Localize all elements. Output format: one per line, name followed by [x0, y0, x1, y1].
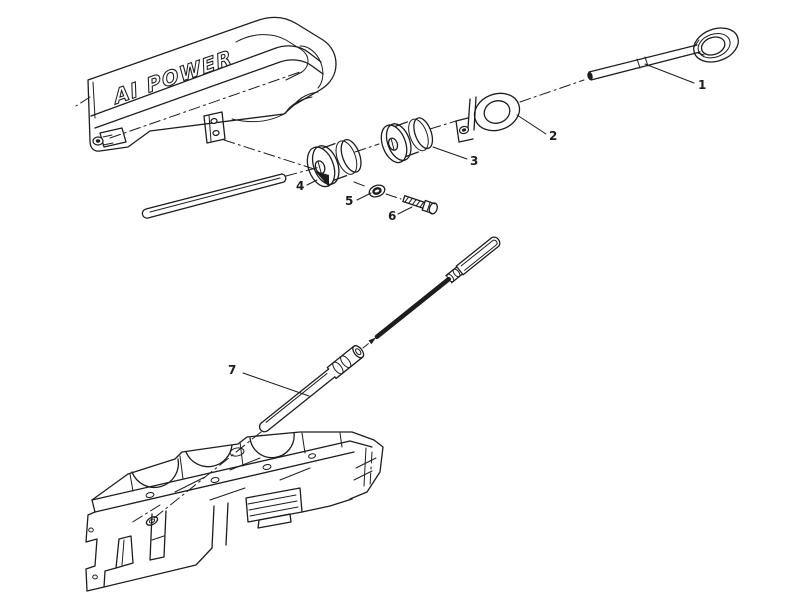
- callout-6-leader: [397, 206, 413, 215]
- cover-centerline: [109, 71, 301, 139]
- callout-4-leader: [306, 179, 318, 186]
- engine-block: [85, 431, 384, 592]
- part-3-grommet: [380, 117, 434, 164]
- callout-1-label: 1: [698, 78, 706, 92]
- callout-6-label: 6: [388, 209, 396, 223]
- cover-hinge-tab: [92, 127, 127, 148]
- callout-2-leader: [516, 114, 547, 135]
- assembly-centerlines: [152, 79, 585, 520]
- engine-cover: AI POWER: [75, 16, 337, 152]
- part-5-washer: [368, 184, 386, 198]
- callout-4-label: 4: [296, 179, 304, 193]
- part-1-pull-ring-rod: [587, 27, 739, 81]
- part-6-bolt: [402, 195, 438, 215]
- callout-3-label: 3: [470, 154, 478, 168]
- callout-3-leader: [432, 146, 468, 160]
- grommet-key-tab: [315, 171, 329, 187]
- dipstick-blade: [374, 276, 451, 339]
- part-2-clamp-bracket: [455, 92, 521, 143]
- part-7-dipstick-assembly: [258, 236, 501, 433]
- pull-ring: [693, 27, 739, 63]
- guide-tube: [141, 173, 287, 219]
- callout-5-leader: [356, 192, 372, 201]
- insertion-centerline: [152, 431, 262, 520]
- callouts: 1 2 3 4 5 6 7: [228, 63, 706, 397]
- part-4-grommet: [306, 138, 362, 188]
- callout-7-leader: [242, 372, 310, 397]
- callout-5-label: 5: [345, 194, 353, 208]
- callout-7-label: 7: [228, 363, 236, 377]
- cover-mount-bracket: [203, 111, 226, 144]
- callout-1-leader: [644, 63, 695, 84]
- callout-2-label: 2: [549, 129, 557, 143]
